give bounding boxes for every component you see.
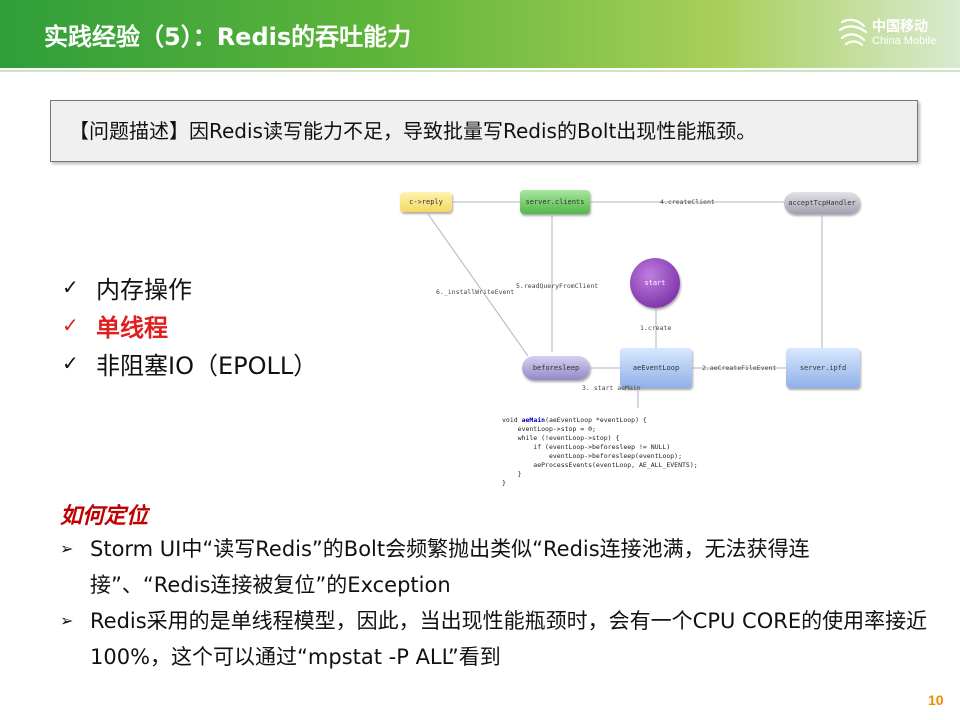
code-line: void xyxy=(502,416,522,424)
node-start: start xyxy=(630,258,680,308)
aemain-code-snippet: void aeMain(aeEventLoop *eventLoop) { ev… xyxy=(502,416,698,488)
node-c-reply: c->reply xyxy=(400,192,452,212)
header-divider xyxy=(0,70,960,72)
edge-label-create-client: 4.createClient xyxy=(660,198,715,206)
check-item-label: 内存操作 xyxy=(96,275,192,304)
edge-label-read-query: 5.readQueryFromClient xyxy=(516,282,599,290)
code-line: eventLoop->stop = 0; xyxy=(502,425,596,433)
slide-title: 实践经验（5）：Redis的吞吐能力 xyxy=(44,23,412,51)
node-ae-event-loop: aeEventLoop xyxy=(620,348,692,388)
code-line: } xyxy=(502,470,522,478)
bullet-text: Redis采用的是单线程模型，因此，当出现性能瓶颈时，会有一个CPU CORE的… xyxy=(90,609,928,669)
china-mobile-logo-icon xyxy=(838,18,868,47)
check-item-nonblocking-io: ✓ 非阻塞IO（EPOLL） xyxy=(62,344,317,382)
code-line: (aeEventLoop *eventLoop) { xyxy=(545,416,647,424)
edge-label-install-write-event: 6._installWriteEvent xyxy=(436,288,515,296)
code-keyword: aeMain xyxy=(521,416,546,424)
node-accept-tcp-handler: acceptTcpHandler xyxy=(784,192,860,214)
check-icon: ✓ xyxy=(62,313,79,337)
feature-checklist: ✓ 内存操作 ✓ 单线程 ✓ 非阻塞IO（EPOLL） xyxy=(62,268,317,382)
code-line: } xyxy=(502,479,506,487)
check-item-label: 非阻塞IO（EPOLL） xyxy=(96,351,318,380)
check-icon: ✓ xyxy=(62,275,79,299)
problem-description-box: 【问题描述】因Redis读写能力不足，导致批量写Redis的Bolt出现性能瓶颈… xyxy=(50,100,918,162)
code-line: aeProcessEvents(eventLoop, AE_ALL_EVENTS… xyxy=(502,461,698,469)
logo-cn-text: 中国移动 xyxy=(872,19,928,35)
bullet-text: Storm UI中“读写Redis”的Bolt会频繁抛出类似“Redis连接池满… xyxy=(90,537,810,597)
arrow-bullet-icon: ➢ xyxy=(60,611,74,630)
check-item-label: 单线程 xyxy=(96,313,168,342)
redis-event-loop-diagram: c->reply server.clients acceptTcpHandler… xyxy=(388,180,878,510)
arrow-bullet-icon: ➢ xyxy=(60,539,74,558)
china-mobile-logo: 中国移动 China Mobile xyxy=(836,14,948,54)
locate-bullet-list: ➢ Storm UI中“读写Redis”的Bolt会频繁抛出类似“Redis连接… xyxy=(60,531,930,675)
check-item-single-thread: ✓ 单线程 xyxy=(62,306,317,344)
page-number: 10 xyxy=(928,692,944,708)
diagram-edges xyxy=(427,201,823,408)
code-line: if (eventLoop->beforesleep != NULL) xyxy=(502,443,671,451)
node-beforesleep: beforesleep xyxy=(522,356,590,380)
check-item-memory: ✓ 内存操作 xyxy=(62,268,317,306)
logo-en-text: China Mobile xyxy=(872,35,937,47)
bullet-item: ➢ Redis采用的是单线程模型，因此，当出现性能瓶颈时，会有一个CPU COR… xyxy=(60,603,930,675)
node-server-clients: server.clients xyxy=(520,190,590,214)
node-server-ipfd: server.ipfd xyxy=(786,348,860,388)
edge-label-start-aemain: 3. start aeMain xyxy=(582,384,641,392)
check-icon: ✓ xyxy=(62,351,79,375)
code-line: while (!eventLoop->stop) { xyxy=(502,434,620,442)
code-line: eventLoop->beforesleep(eventLoop); xyxy=(502,452,683,460)
bullet-item: ➢ Storm UI中“读写Redis”的Bolt会频繁抛出类似“Redis连接… xyxy=(60,531,930,603)
edge-label-create: 1.create xyxy=(640,324,672,332)
how-to-locate-heading: 如何定位 xyxy=(60,503,149,529)
slide-header: 实践经验（5）：Redis的吞吐能力 中国移动 China Mobile xyxy=(0,0,960,68)
edge-label-create-file-event: 2.aeCreateFileEvent xyxy=(702,364,777,372)
